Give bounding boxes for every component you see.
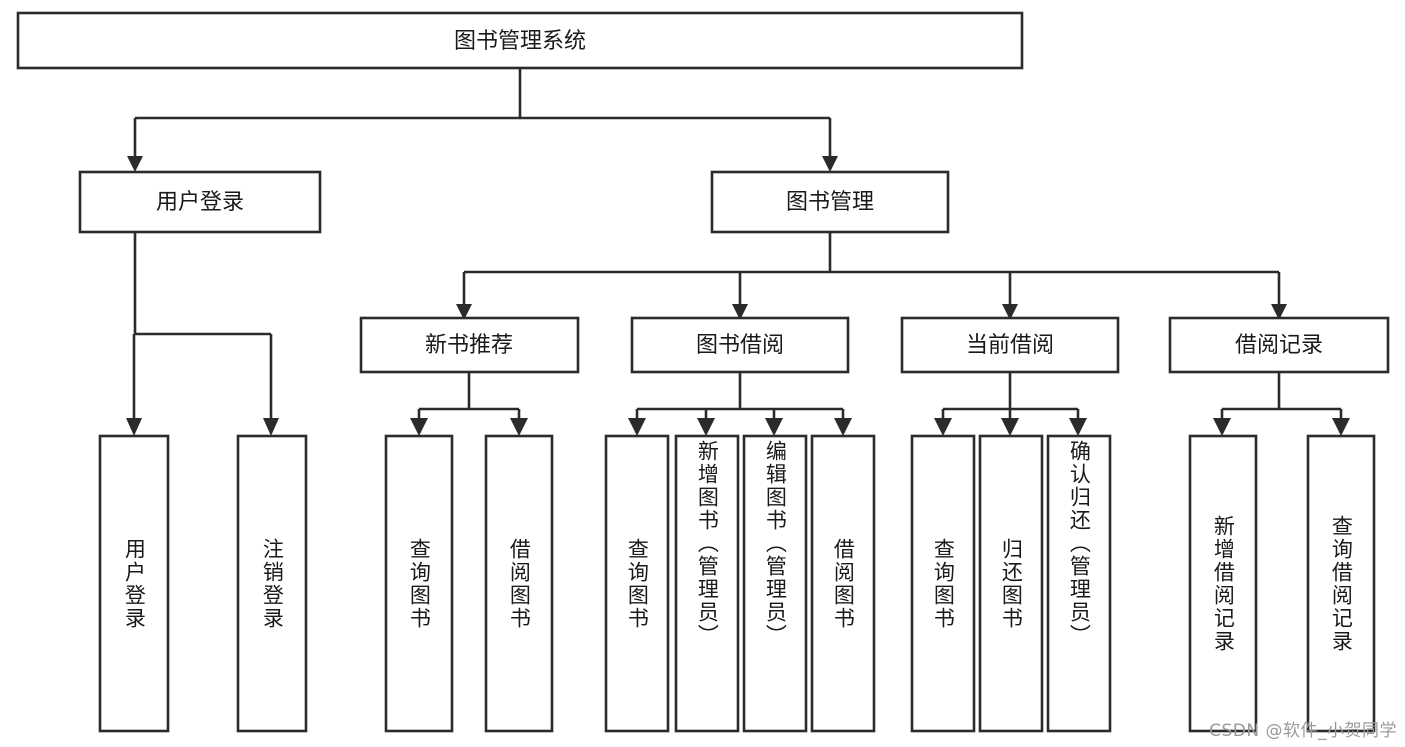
arrow-cb-to-leaf1 — [934, 418, 952, 436]
arrow-new-book-to-leaf2 — [510, 418, 528, 436]
arrow-user-login-to-leaf2 — [263, 418, 279, 436]
new-book-recommend-box[interactable] — [359, 316, 580, 374]
arrow-root-to-book-management — [822, 156, 838, 172]
arrow-bm-to-borrow-record — [1271, 304, 1287, 320]
leaf-confirm-return-box[interactable] — [1046, 434, 1112, 733]
leaf-user-login-box[interactable] — [98, 434, 170, 733]
leaf-borrow-book-2-box[interactable] — [810, 434, 876, 733]
leaf-query-book-2-box[interactable] — [604, 434, 670, 733]
arrow-br-to-leaf2 — [1332, 418, 1350, 436]
arrow-cb-to-leaf2 — [1001, 418, 1019, 436]
csdn-watermark: CSDN @软件_小贺同学 — [1209, 721, 1397, 741]
leaf-return-book-box[interactable] — [978, 434, 1044, 733]
book-borrow-label: 图书借阅 — [696, 333, 784, 358]
new-book-recommend-label: 新书推荐 — [425, 333, 513, 358]
borrow-record-label: 借阅记录 — [1235, 333, 1323, 358]
book-borrow-box[interactable] — [630, 316, 850, 374]
node-user-login[interactable]: 用户登录 — [78, 170, 322, 234]
current-borrow-box[interactable] — [900, 316, 1120, 374]
node-borrow-record[interactable]: 借阅记录 — [1168, 316, 1390, 374]
arrow-br-to-leaf1 — [1213, 418, 1231, 436]
arrow-bb-to-leaf4 — [834, 418, 852, 436]
node-book-borrow[interactable]: 图书借阅 — [630, 316, 850, 374]
connector-layer — [126, 68, 1350, 436]
node-root-system[interactable]: 图书管理系统 — [16, 11, 1024, 70]
leaf-query-record-box[interactable] — [1306, 434, 1376, 733]
arrow-user-login-to-leaf1 — [126, 418, 142, 436]
book-management-box[interactable] — [710, 170, 950, 234]
user-login-box[interactable] — [78, 170, 322, 234]
user-login-label: 用户登录 — [156, 190, 244, 215]
root-system-label: 图书管理系统 — [454, 29, 586, 54]
current-borrow-label: 当前借阅 — [966, 333, 1054, 358]
arrow-bb-to-leaf3 — [765, 418, 783, 436]
leaf-query-book-1-box[interactable] — [384, 434, 454, 733]
arrow-root-to-user-login — [127, 156, 143, 172]
leaf-query-book-3-box[interactable] — [910, 434, 976, 733]
leaf-add-record-box[interactable] — [1188, 434, 1258, 733]
borrow-record-box[interactable] — [1168, 316, 1390, 374]
leaf-logout-login-box[interactable] — [236, 434, 308, 733]
node-book-management[interactable]: 图书管理 — [710, 170, 950, 234]
arrow-bb-to-leaf1 — [628, 418, 646, 436]
arrow-bm-to-current-borrow — [1002, 304, 1018, 320]
node-new-book-recommend[interactable]: 新书推荐 — [359, 316, 580, 374]
leaf-add-book-box[interactable] — [674, 434, 740, 733]
leaf-box-layer — [98, 434, 1376, 733]
arrow-bm-to-book-borrow — [732, 304, 748, 320]
arrow-bb-to-leaf2 — [697, 418, 715, 436]
root-system-box[interactable] — [16, 11, 1024, 70]
book-management-label: 图书管理 — [786, 190, 874, 215]
arrow-bm-to-new-book — [456, 304, 472, 320]
arrow-cb-to-leaf3 — [1069, 418, 1087, 436]
arrow-new-book-to-leaf1 — [410, 418, 428, 436]
leaf-edit-book-box[interactable] — [742, 434, 808, 733]
leaf-borrow-book-1-box[interactable] — [484, 434, 554, 733]
node-current-borrow[interactable]: 当前借阅 — [900, 316, 1120, 374]
